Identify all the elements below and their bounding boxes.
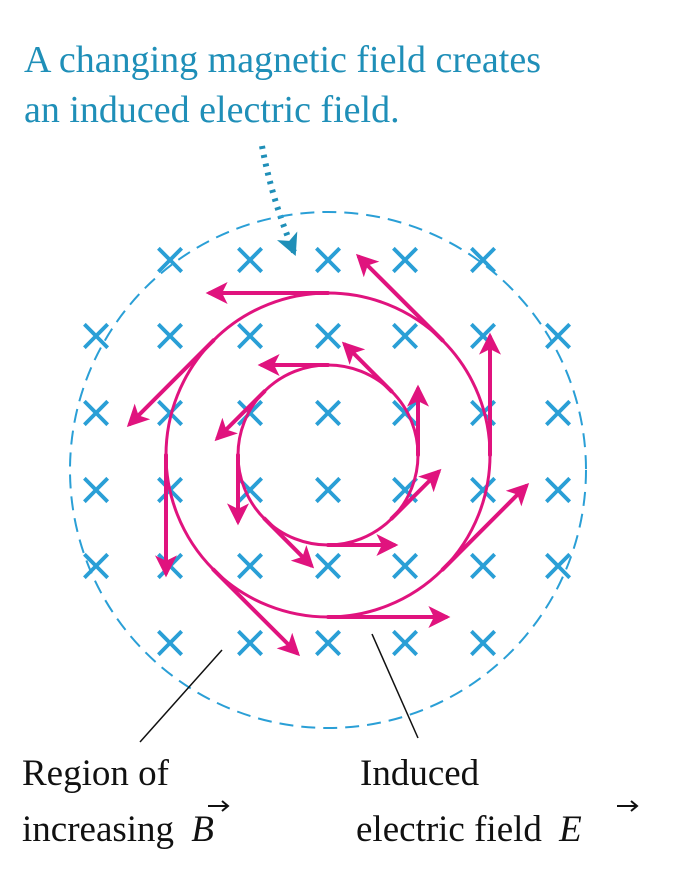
into-page-cross-icon: × xyxy=(309,308,348,362)
e-vector-arrow xyxy=(617,800,639,812)
field-label-text: electric field xyxy=(356,809,542,850)
field-leader-line xyxy=(371,633,419,739)
into-page-cross-icon: × xyxy=(464,615,503,669)
into-page-cross-icon: × xyxy=(77,462,116,516)
field-arrow-icon xyxy=(389,468,442,521)
into-page-cross-icon: × xyxy=(151,308,190,362)
into-page-cross-icon: × xyxy=(309,462,348,516)
into-page-cross-icon: × xyxy=(464,232,503,286)
into-page-cross-icon: × xyxy=(539,538,578,592)
into-page-cross-icon: × xyxy=(464,538,503,592)
region-leader-line xyxy=(139,649,223,743)
into-page-cross-icon: × xyxy=(539,308,578,362)
e-symbol: E xyxy=(558,809,582,850)
field-arrow-icon xyxy=(341,341,394,394)
magnetic-field-crosses: ×××××××××××××××××××××××××××××××××××××× xyxy=(77,232,578,669)
region-label-line-1: Region of xyxy=(22,753,170,794)
field-label-line-1: Induced xyxy=(360,753,480,794)
into-page-cross-icon: × xyxy=(77,538,116,592)
field-arrow-icon xyxy=(262,516,315,569)
field-arrow-icon xyxy=(211,567,301,657)
region-label-text: increasing xyxy=(22,809,174,850)
field-arrows xyxy=(126,253,530,657)
into-page-cross-icon: × xyxy=(231,615,270,669)
into-page-cross-icon: × xyxy=(151,232,190,286)
field-arrow-icon xyxy=(126,338,216,428)
caption-pointer-arrow xyxy=(259,145,298,257)
into-page-cross-icon: × xyxy=(151,615,190,669)
into-page-cross-icon: × xyxy=(309,385,348,439)
caption-line-1: A changing magnetic field creates xyxy=(24,39,541,81)
into-page-cross-icon: × xyxy=(309,615,348,669)
field-label-line-2: electric field E xyxy=(356,809,582,850)
b-symbol: B xyxy=(191,809,214,850)
field-arrow-icon xyxy=(440,482,530,572)
into-page-cross-icon: × xyxy=(386,615,425,669)
into-page-cross-icon: × xyxy=(77,385,116,439)
into-page-cross-icon: × xyxy=(309,232,348,286)
into-page-cross-icon: × xyxy=(151,538,190,592)
into-page-cross-icon: × xyxy=(464,462,503,516)
into-page-cross-icon: × xyxy=(231,538,270,592)
into-page-cross-icon: × xyxy=(539,385,578,439)
region-label-line-2: increasing B xyxy=(22,809,214,850)
into-page-cross-icon: × xyxy=(539,462,578,516)
into-page-cross-icon: × xyxy=(231,232,270,286)
into-page-cross-icon: × xyxy=(77,308,116,362)
into-page-cross-icon: × xyxy=(151,385,190,439)
b-vector-arrow xyxy=(208,800,230,812)
region-boundary xyxy=(69,211,587,729)
into-page-cross-icon: × xyxy=(464,308,503,362)
field-arrow-icon xyxy=(214,389,267,442)
caption-line-2: an induced electric field. xyxy=(24,89,400,131)
into-page-cross-icon: × xyxy=(386,232,425,286)
into-page-cross-icon: × xyxy=(231,308,270,362)
field-arrow-icon xyxy=(355,253,445,343)
